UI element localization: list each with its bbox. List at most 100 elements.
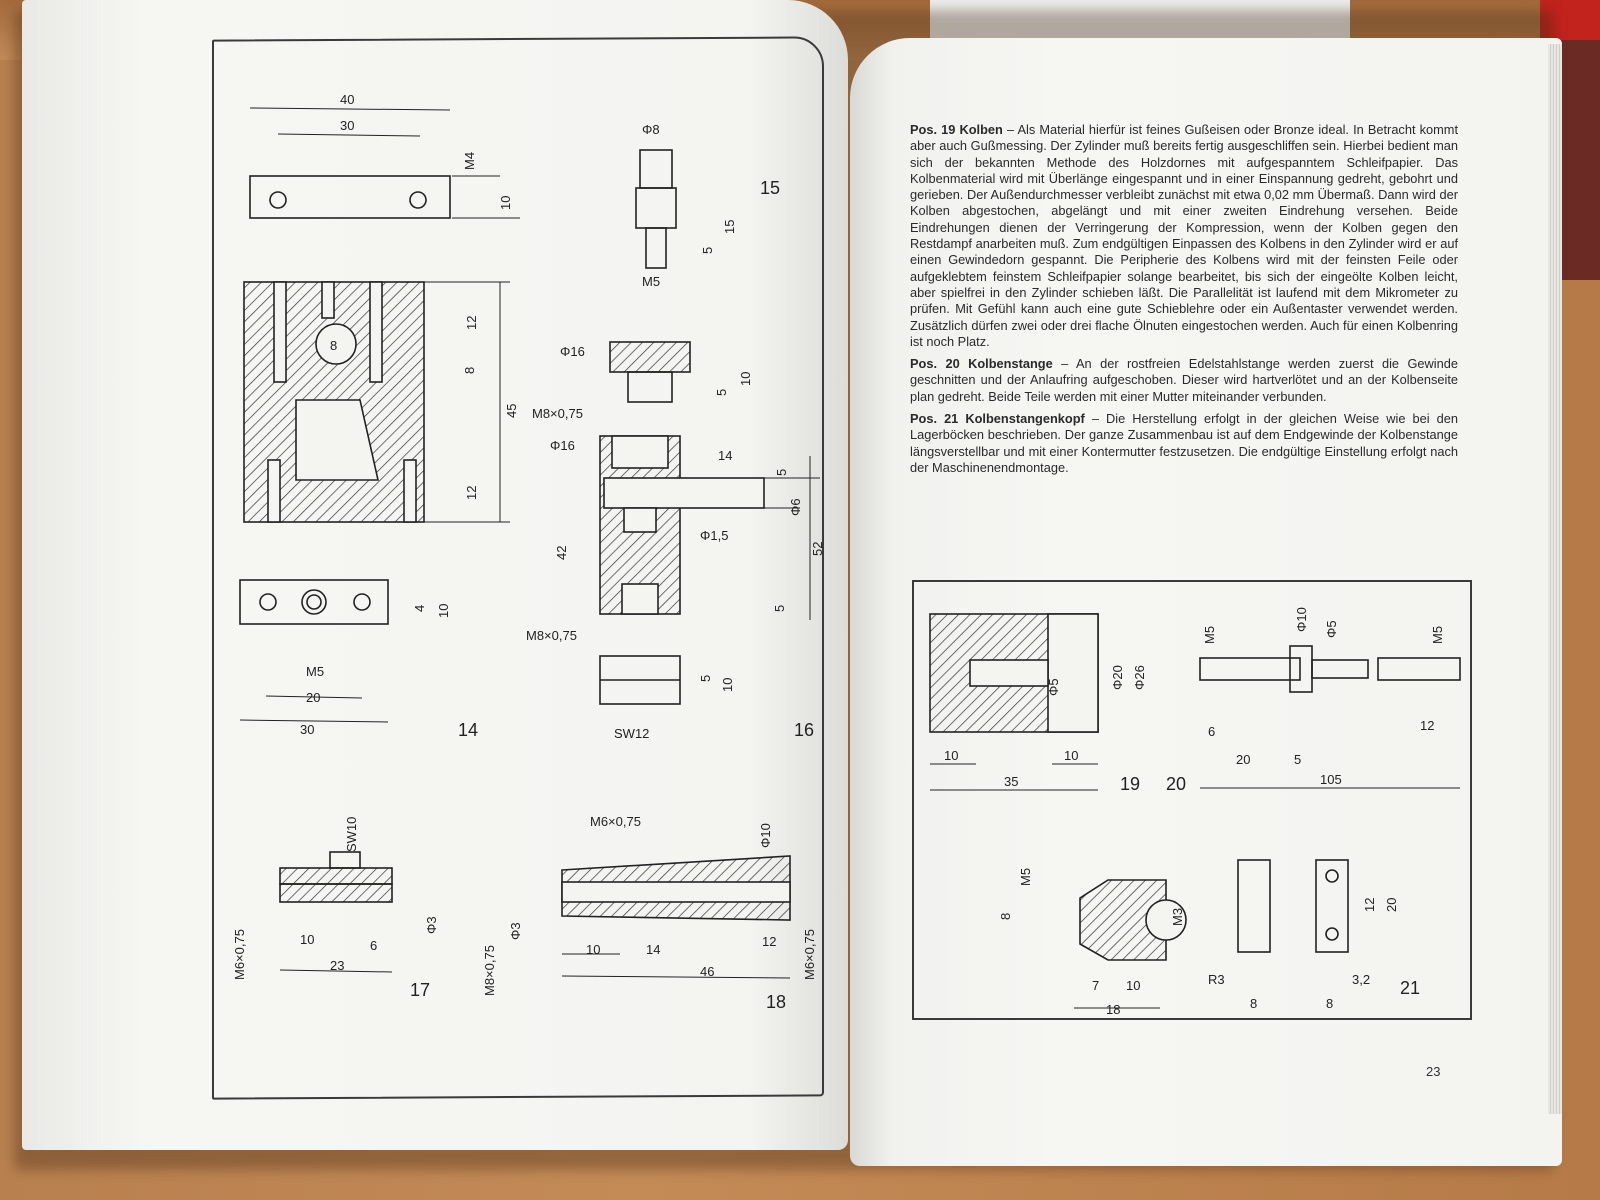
paragraph-body: – Die Herstellung erfolgt in der gleiche… — [910, 411, 1458, 475]
dimension: 23 — [330, 958, 344, 973]
dimension: 10 — [1126, 978, 1140, 993]
dimension: 5 — [700, 247, 715, 254]
dimension: 3,2 — [1352, 972, 1370, 987]
dimension: 20 — [306, 690, 320, 705]
dimension: 30 — [300, 722, 314, 737]
right-figure-frame — [912, 580, 1472, 1020]
hole — [269, 191, 287, 209]
dimension: M8×0,75 — [532, 406, 583, 421]
body-text: Pos. 19 Kolben – Als Material hierfür is… — [910, 122, 1458, 482]
bore — [315, 323, 357, 365]
dimension: 45 — [504, 404, 519, 418]
part-14-strip-bottom — [239, 579, 389, 625]
figure-number: 15 — [760, 178, 780, 198]
dimension: 52 — [810, 542, 825, 556]
dimension: M3 — [1170, 908, 1185, 926]
dimension: 10 — [498, 196, 513, 210]
part-16-knurled-head — [609, 341, 691, 373]
dimension: 8 — [330, 338, 337, 353]
dimension: 10 — [738, 372, 753, 386]
dimension: 42 — [554, 546, 569, 560]
dimension: M5 — [306, 664, 324, 679]
dimension: Φ3 — [424, 916, 439, 934]
dimension: M8×0,75 — [526, 628, 577, 643]
dimension: 12 — [1420, 718, 1434, 733]
dimension: Φ16 — [560, 344, 585, 359]
dimension: 8 — [462, 367, 477, 374]
page-number: 23 — [1426, 1064, 1441, 1079]
dimension: 105 — [1320, 772, 1342, 787]
dimension: 14 — [646, 942, 660, 957]
background-box — [930, 0, 1350, 40]
dimension: 10 — [720, 678, 735, 692]
figure-number: 14 — [458, 720, 478, 740]
dimension: M5 — [1430, 626, 1445, 644]
dimension: 10 — [436, 604, 451, 618]
dimension: 10 — [1064, 748, 1078, 763]
dimension: 7 — [1092, 978, 1099, 993]
part-21-head — [1079, 879, 1167, 961]
paragraph-heading: Pos. 19 Kolben — [910, 122, 1003, 137]
paragraph-body: – Als Material hierfür ist feines Gußeis… — [910, 122, 1458, 349]
figure-number: 17 — [410, 980, 430, 1000]
dimension: 10 — [300, 932, 314, 947]
dimension: 18 — [1106, 1002, 1120, 1017]
dimension: M5 — [1202, 626, 1217, 644]
dimension: M5 — [1018, 868, 1033, 886]
dimension: Φ5 — [1046, 678, 1061, 696]
dimension: Φ1,5 — [700, 528, 728, 543]
dimension: 4 — [412, 605, 427, 612]
hole — [409, 191, 427, 209]
page-edges — [1548, 44, 1562, 1114]
dimension: 20 — [1384, 898, 1399, 912]
dimension: 10 — [944, 748, 958, 763]
dimension: 14 — [718, 448, 732, 463]
dimension: R3 — [1208, 972, 1225, 987]
paragraph-heading: Pos. 21 Kolbenstangenkopf — [910, 411, 1085, 427]
dimension: 5 — [774, 469, 789, 476]
dimension: 15 — [722, 220, 737, 234]
dimension: M8×0,75 — [482, 945, 497, 996]
paragraph-pos-19: Pos. 19 Kolben – Als Material hierfür is… — [910, 122, 1458, 350]
dimension: 8 — [1250, 996, 1257, 1011]
dimension: 10 — [586, 942, 600, 957]
dimension: Φ3 — [508, 922, 523, 940]
paragraph-heading: Pos. 20 Kolbenstange — [910, 356, 1053, 372]
dimension: 6 — [370, 938, 377, 953]
dimension: Φ10 — [1294, 607, 1309, 632]
dimension: 46 — [700, 964, 714, 979]
dimension: 6 — [1208, 724, 1215, 739]
dimension: Φ26 — [1132, 665, 1147, 690]
left-page — [22, 0, 848, 1150]
dimension: Φ16 — [550, 438, 575, 453]
paragraph-pos-20: Pos. 20 Kolbenstange – An der rostfreien… — [910, 356, 1458, 405]
dimension: 12 — [464, 486, 479, 500]
dimension: 12 — [762, 934, 776, 949]
dimension: Φ8 — [642, 122, 660, 137]
dimension: M5 — [642, 274, 660, 289]
figure-number: 19 — [1120, 774, 1140, 794]
paragraph-pos-21: Pos. 21 Kolbenstangenkopf – Die Herstell… — [910, 411, 1458, 476]
figure-number: 21 — [1400, 978, 1420, 998]
dimension: 12 — [1362, 898, 1377, 912]
dimension: SW10 — [344, 817, 359, 852]
dimension: 35 — [1004, 774, 1018, 789]
dimension: M6×0,75 — [232, 929, 247, 980]
part-20-rod — [1199, 657, 1301, 681]
figure-number: 20 — [1166, 774, 1186, 794]
part-14-strip-top — [249, 175, 451, 219]
background-object — [1540, 0, 1600, 40]
dimension: Φ20 — [1110, 665, 1125, 690]
window — [295, 399, 379, 481]
dimension: 5 — [1294, 752, 1301, 767]
paragraph-body: – An der rostfreien Edelstahlstange werd… — [910, 356, 1458, 404]
dimension: 5 — [772, 605, 787, 612]
dimension: 8 — [998, 913, 1013, 920]
dimension: 5 — [698, 675, 713, 682]
figure-number: 18 — [766, 992, 786, 1012]
dimension: M6×0,75 — [590, 814, 641, 829]
dimension: Φ6 — [788, 498, 803, 516]
dimension: SW12 — [614, 726, 649, 741]
